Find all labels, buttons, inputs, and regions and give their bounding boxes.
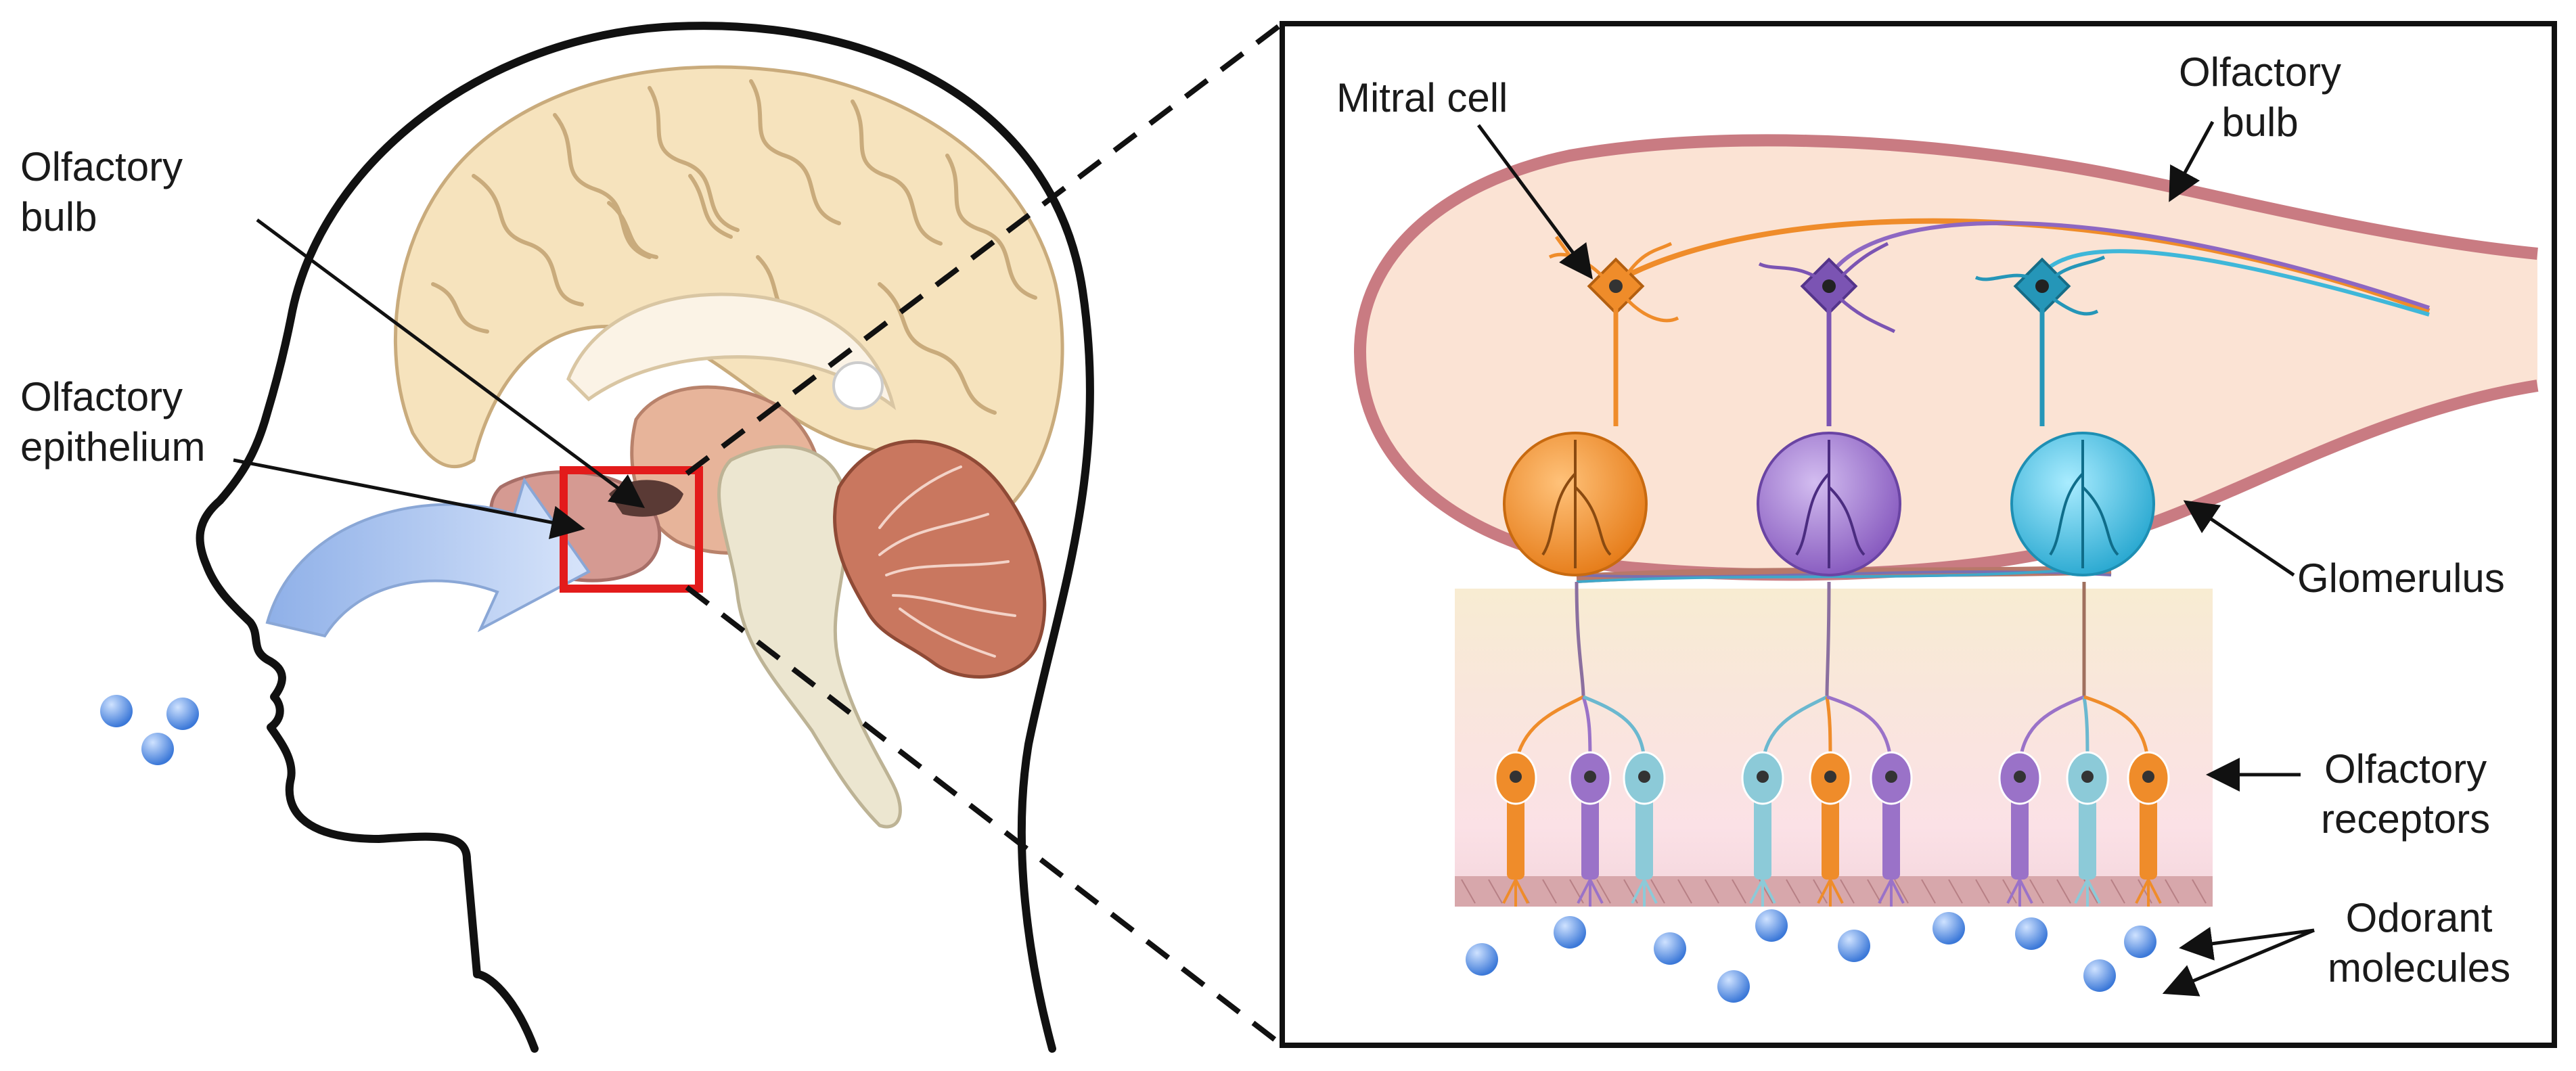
mucosa-texture [1461, 879, 2207, 904]
airflow-arrow [265, 477, 591, 638]
mitral-axon-teal [2035, 249, 2430, 317]
odorant-molecule [2083, 959, 2116, 992]
odorant-molecule [1466, 943, 1498, 976]
head-illustration [100, 22, 1094, 1053]
olfactory-receptor-neuron [1568, 751, 1612, 907]
olfactory-receptor-neuron [1741, 751, 1784, 907]
label-line: epithelium [20, 424, 206, 470]
leader-olfactory-bulb [256, 218, 646, 508]
label-line: Olfactory [20, 144, 183, 189]
olfactory-receptor-neuron [1870, 751, 1913, 907]
label-line: bulb [20, 194, 97, 240]
corpus-callosum [566, 292, 897, 411]
head-outline [196, 22, 1094, 1053]
mitral-cell-teal [1974, 255, 2106, 426]
glomerulus-purple [1757, 432, 1901, 576]
leader-mitral-cell [1476, 124, 1593, 280]
odorant-molecule [1717, 970, 1750, 1003]
label-odorant-molecules: Odorant molecules [2328, 893, 2510, 993]
label-glomerulus: Glomerulus [2297, 553, 2505, 603]
label-line: Odorant [2345, 895, 2493, 940]
leader-olfactory-epithelium [233, 458, 585, 539]
label-line: molecules [2328, 945, 2511, 990]
olfactory-receptor-neuron [2127, 751, 2170, 907]
label-head-olfactory-epithelium: Olfactory epithelium [20, 372, 206, 472]
axon-bundle-strand [1576, 566, 2112, 583]
olfactory-receptor-neuron [1998, 751, 2041, 907]
odorant-molecule [1933, 912, 1965, 944]
mitral-cell-purple [1758, 242, 1896, 426]
label-line: receptors [2321, 796, 2491, 842]
inset-panel [1280, 21, 2557, 1048]
cerebellum-folia [878, 465, 1016, 658]
inset-odorant-molecules [1466, 909, 2156, 1003]
odorant-molecule [2015, 917, 2048, 950]
odorant-molecule [1838, 930, 1870, 962]
glomerulus-teal [2010, 432, 2155, 576]
label-line: bulb [2221, 99, 2299, 145]
label-olfactory-receptors: Olfactory receptors [2321, 744, 2490, 844]
label-line: Olfactory [2179, 49, 2342, 95]
odorant-molecule [166, 698, 199, 730]
odorant-molecule [2124, 926, 2156, 958]
head-odorant-molecules [100, 695, 199, 765]
odorant-molecule [1554, 916, 1586, 949]
mitral-axon-purple [1825, 221, 2430, 310]
odorant-molecule [1755, 909, 1788, 942]
label-line: Glomerulus [2297, 555, 2505, 601]
olfactory-receptor-neuron [1623, 751, 1666, 907]
olfactory-receptor-neurons [1494, 751, 2170, 907]
olfactory-receptor-neuron [2066, 751, 2109, 907]
leader-inset-olfactory-bulb [2169, 120, 2215, 202]
label-inset-olfactory-bulb: Olfactory bulb [2179, 47, 2341, 147]
dashed-connector-top [685, 21, 1284, 476]
label-line: Olfactory [20, 374, 183, 419]
label-line: Olfactory [2324, 746, 2487, 792]
label-line: Mitral cell [1336, 75, 1508, 120]
cerebellum [833, 439, 1047, 679]
cortex-folds [431, 79, 1037, 415]
dashed-connector-bottom [685, 585, 1284, 1048]
pituitary [832, 361, 884, 410]
label-mitral-cell: Mitral cell [1336, 73, 1508, 123]
odorant-molecule [141, 733, 174, 765]
glomerulus-orange [1503, 432, 1648, 576]
olfactory-receptor-neuron [1809, 751, 1852, 907]
leader-odorant-upper [2179, 926, 2315, 961]
odorant-molecule [100, 695, 133, 727]
label-head-olfactory-bulb: Olfactory bulb [20, 142, 183, 242]
leader-odorant-lower [2162, 928, 2315, 997]
olfactory-receptor-neuron [1494, 751, 1537, 907]
odorant-molecule [1654, 932, 1686, 965]
leader-glomerulus [2183, 500, 2295, 577]
